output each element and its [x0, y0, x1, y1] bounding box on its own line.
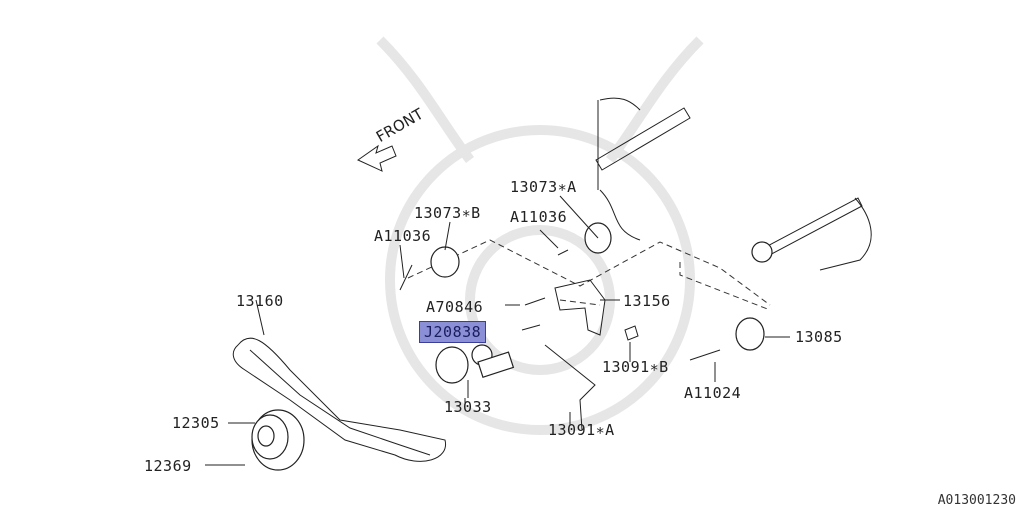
- construction-lines: [407, 239, 771, 311]
- camshaft-lower: [751, 197, 872, 271]
- part-label-12305[interactable]: 12305: [172, 414, 220, 432]
- part-label-A70846[interactable]: A70846: [426, 298, 484, 316]
- camshaft-upper: [595, 97, 691, 241]
- part-label-13033[interactable]: 13033: [444, 398, 492, 416]
- part-label-13085[interactable]: 13085: [795, 328, 843, 346]
- bolts: [226, 249, 721, 466]
- part-label-A11024[interactable]: A11024: [684, 384, 742, 402]
- tensioner-13033: [435, 344, 515, 398]
- part-label-J20838-highlighted[interactable]: J20838: [419, 321, 487, 343]
- part-label-13091A[interactable]: 13091∗A: [548, 421, 615, 439]
- timing-belt: [232, 337, 446, 462]
- clip-13091B: [624, 325, 639, 341]
- part-label-12369[interactable]: 12369: [144, 457, 192, 475]
- rod-13091A: [544, 344, 596, 431]
- front-arrow: [356, 144, 397, 172]
- tensioner-bracket: [554, 279, 606, 336]
- idler-13073B: [430, 221, 460, 278]
- part-label-A11036-left[interactable]: A11036: [374, 227, 432, 245]
- timing-belt-inner: [249, 349, 431, 456]
- leader-lines: [205, 229, 716, 466]
- part-label-A11036-upper[interactable]: A11036: [510, 208, 568, 226]
- part-label-13160[interactable]: 13160: [236, 292, 284, 310]
- idler-13085: [735, 317, 790, 351]
- part-label-13091B[interactable]: 13091∗B: [602, 358, 669, 376]
- part-label-13156[interactable]: 13156: [623, 292, 671, 310]
- diagram-reference-code: A013001230: [937, 493, 1016, 508]
- idler-13073A: [559, 195, 612, 254]
- part-label-13073B[interactable]: 13073∗B: [414, 204, 481, 222]
- part-label-13073A[interactable]: 13073∗A: [510, 178, 577, 196]
- crank-pulley-12305: [251, 409, 305, 471]
